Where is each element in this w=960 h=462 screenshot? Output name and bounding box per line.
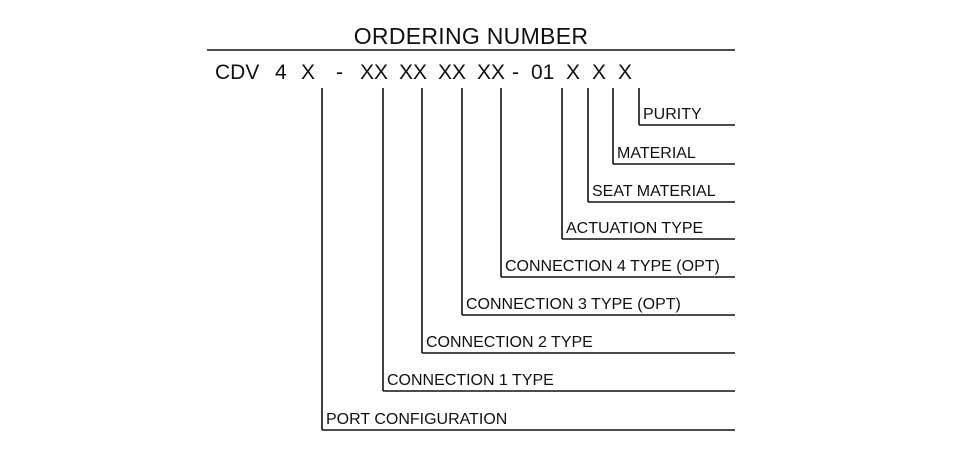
code-segment-conn-2: XX [399, 61, 427, 84]
field-label-connection-4-type-opt: CONNECTION 4 TYPE (OPT) [505, 258, 720, 275]
code-segment-prefix: CDV [215, 61, 259, 84]
field-label-connection-1-type: CONNECTION 1 TYPE [387, 372, 554, 389]
code-segment-conn-3: XX [438, 61, 466, 84]
field-label-connection-3-type-opt: CONNECTION 3 TYPE (OPT) [466, 296, 681, 313]
field-label-port-configuration: PORT CONFIGURATION [326, 411, 507, 428]
diagram-title: ORDERING NUMBER [354, 23, 589, 49]
field-leaders: PURITY MATERIAL SEAT MATERIAL ACTUATION TYP… [321, 88, 735, 431]
field-label-seat-material: SEAT MATERIAL [592, 183, 716, 200]
code-segment-material: X [618, 61, 632, 84]
code-segment-series: 4 [275, 61, 287, 84]
code-segment-dash-1: - [336, 61, 343, 84]
field-label-connection-2-type: CONNECTION 2 TYPE [426, 334, 593, 351]
field-label-material: MATERIAL [617, 145, 696, 162]
code-segment-fixed: 01 [531, 61, 554, 84]
code-segment-actuation: X [566, 61, 580, 84]
field-label-actuation-type: ACTUATION TYPE [566, 220, 703, 237]
code-segment-conn-4: XX [477, 61, 505, 84]
code-segment-dash-2: - [512, 61, 519, 84]
code-segment-seat: X [592, 61, 606, 84]
code-segment-conn-1: XX [360, 61, 388, 84]
ordering-code: CDV 4 X - XX XX XX XX - 01 X X X [215, 61, 632, 84]
field-label-purity: PURITY [643, 106, 702, 123]
code-segment-port: X [301, 61, 315, 84]
